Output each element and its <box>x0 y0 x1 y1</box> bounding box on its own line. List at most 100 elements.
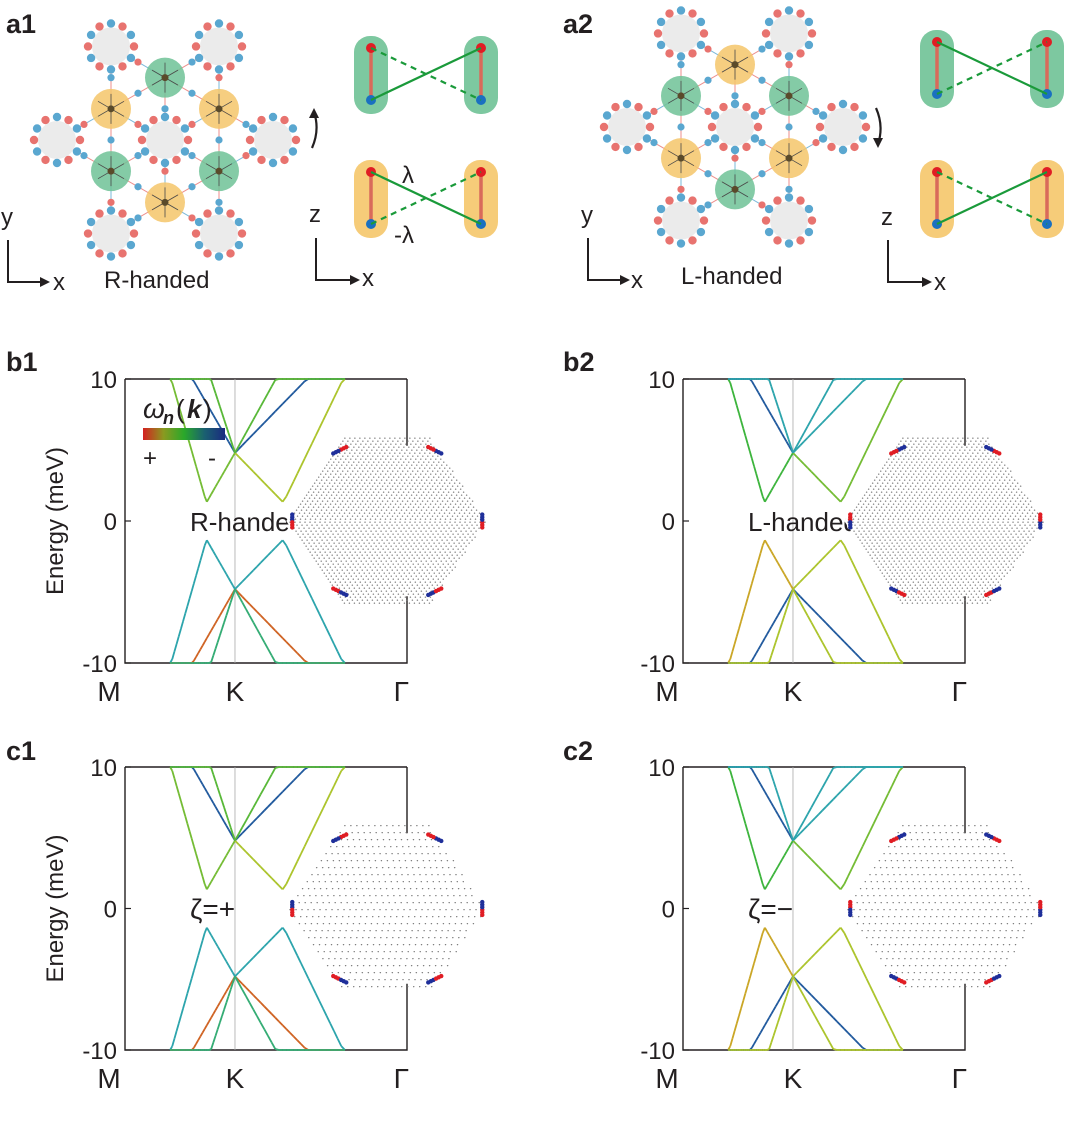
site-dot <box>980 563 982 565</box>
site-dot <box>412 470 414 472</box>
band-upper-2 <box>772 418 777 424</box>
site-dot <box>445 852 447 855</box>
site-dot <box>989 515 992 517</box>
site-dot <box>888 545 890 547</box>
lattice-site <box>161 105 169 113</box>
site-dot <box>993 473 995 475</box>
site-dot <box>393 587 396 589</box>
band-lower-2 <box>777 611 781 616</box>
site-dot <box>970 593 973 595</box>
site-dot <box>470 509 473 511</box>
band-lower-top <box>275 1048 280 1051</box>
band-upper-1 <box>285 395 291 401</box>
site-dot <box>426 554 428 556</box>
site-dot <box>953 458 955 460</box>
site-dot <box>971 557 973 559</box>
edge-state-dot <box>480 512 485 517</box>
site-dot <box>362 491 365 493</box>
site-dot <box>424 536 426 538</box>
band-lower-1 <box>182 1000 187 1009</box>
site-dot <box>1002 551 1004 553</box>
site-dot <box>403 572 405 574</box>
site-dot <box>917 488 920 490</box>
lattice-site <box>719 102 728 112</box>
band-upper-2 <box>259 478 265 484</box>
band-lower-1 <box>208 930 212 936</box>
site-dot <box>884 554 886 556</box>
site-dot <box>938 530 940 532</box>
site-dot <box>854 524 856 526</box>
site-dot <box>977 566 979 568</box>
site-dot <box>910 491 913 493</box>
site-dot <box>918 458 920 460</box>
site-dot <box>379 536 381 538</box>
site-dot <box>928 458 930 460</box>
site-dot <box>964 599 967 601</box>
site-dot <box>335 873 337 876</box>
panel-label-c1: c1 <box>6 736 36 766</box>
lattice-site <box>656 204 666 214</box>
site-dot <box>428 542 430 544</box>
site-dot <box>455 545 457 547</box>
site-dot <box>988 509 991 511</box>
site-dot <box>899 599 902 601</box>
site-dot <box>852 521 854 523</box>
site-dot <box>928 560 930 562</box>
grey-disk <box>92 27 130 66</box>
site-dot <box>974 485 977 487</box>
site-dot <box>952 596 955 598</box>
site-dot <box>900 455 902 457</box>
band-upper-1 <box>219 862 223 868</box>
site-dot <box>453 476 455 478</box>
site-dot <box>901 497 904 499</box>
band-upper-top <box>267 386 273 394</box>
band-upper-2 <box>322 412 328 422</box>
band-upper-2 <box>810 471 816 477</box>
band-lower-top <box>263 641 269 650</box>
site-dot <box>984 554 986 556</box>
site-dot <box>880 491 883 493</box>
site-dot <box>908 494 911 496</box>
band-upper-2 <box>770 414 775 420</box>
y-tick-label: 10 <box>90 367 117 394</box>
site-dot <box>961 482 964 484</box>
site-dot <box>406 515 409 517</box>
site-dot <box>373 446 375 448</box>
site-dot <box>370 590 373 592</box>
site-dot <box>978 530 980 532</box>
site-dot <box>897 536 899 538</box>
band-upper-top <box>248 807 255 815</box>
site-dot <box>862 518 865 520</box>
site-dot <box>316 500 319 502</box>
site-dot <box>942 521 944 523</box>
site-dot <box>441 464 443 466</box>
band-upper-2 <box>241 847 247 853</box>
site-dot <box>917 551 919 553</box>
axis-x-label-hop: x <box>362 265 374 292</box>
site-dot <box>962 551 964 553</box>
site-dot <box>306 539 308 541</box>
site-dot <box>969 554 971 556</box>
site-dot <box>970 455 972 457</box>
site-dot <box>957 596 960 598</box>
lattice-site <box>807 216 817 225</box>
band-lower-1 <box>259 1002 265 1008</box>
site-dot <box>448 497 451 499</box>
site-dot <box>388 446 390 448</box>
site-dot <box>379 518 382 520</box>
site-dot <box>898 458 900 460</box>
site-dot <box>348 587 351 589</box>
site-dot <box>435 473 437 475</box>
site-dot <box>379 596 382 598</box>
site-dot <box>935 470 937 472</box>
lattice-site <box>807 29 817 38</box>
site-dot <box>355 473 357 475</box>
site-dot <box>361 500 364 502</box>
disk-center <box>161 74 169 82</box>
site-dot <box>856 512 859 514</box>
site-dot <box>1009 515 1012 517</box>
lattice-site <box>75 135 85 145</box>
site-dot <box>1028 530 1030 532</box>
site-dot <box>363 461 365 463</box>
